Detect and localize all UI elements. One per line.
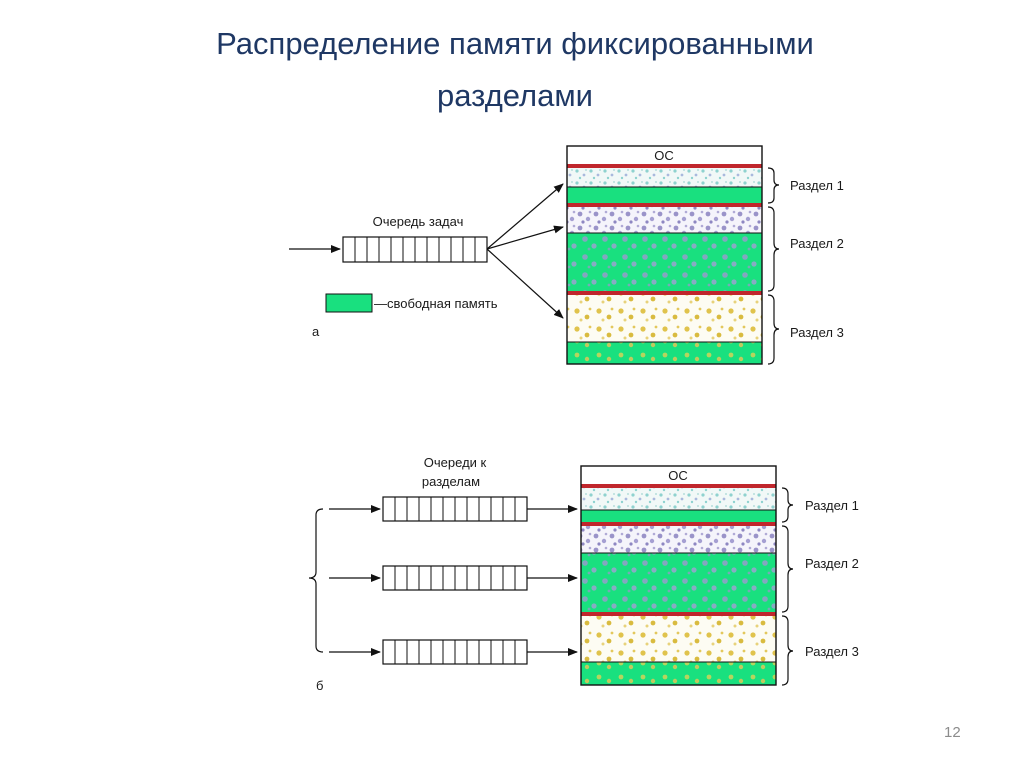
arrow-to-partition-1 [486, 183, 564, 250]
brace-partition-3 [767, 294, 780, 365]
partition-queues-label-line-2: разделам [422, 474, 480, 489]
partition-1-task [567, 168, 762, 187]
partition-2-free-memory [567, 233, 762, 291]
arrow-to-partition-3 [486, 248, 564, 319]
partition-3-free-memory [567, 342, 762, 364]
partition-queues-label-line-1: Очереди к [424, 455, 487, 470]
partition-queue-2 [382, 565, 528, 591]
task-queue [342, 236, 488, 263]
memory-column-b: ОС [580, 465, 777, 686]
partition-border [567, 164, 762, 168]
free-memory-legend-label: —свободная память [374, 296, 498, 311]
partition-border [581, 612, 776, 616]
partition-2-free-memory [581, 553, 776, 612]
diagram-a-label: а [312, 324, 320, 339]
slide-title: Распределение памяти фиксированными разд… [120, 18, 910, 122]
os-region [567, 146, 762, 164]
memory-outline [580, 465, 777, 686]
task-queue-label: Очередь задач [373, 214, 464, 229]
memory-column-a: ОС [566, 145, 763, 365]
partition-1-label: Раздел 1 [805, 498, 859, 513]
diagram-b: Очереди к разделам [308, 455, 859, 693]
os-region [581, 466, 776, 484]
partition-1-task [581, 488, 776, 510]
partition-3-task [581, 616, 776, 662]
partition-queue-3 [382, 639, 528, 665]
brace-partition-3 [781, 615, 794, 686]
partition-border [581, 484, 776, 488]
partition-2-label: Раздел 2 [805, 556, 859, 571]
brace-partition-1 [767, 167, 780, 204]
diagram-b-label: б [316, 678, 323, 693]
partition-2-task [581, 526, 776, 553]
slide-title-line-2: разделами [437, 78, 593, 113]
os-label: ОС [654, 148, 674, 163]
partition-2-label: Раздел 2 [790, 236, 844, 251]
partition-border [567, 203, 762, 207]
partition-1-free-memory [581, 510, 776, 522]
partition-border [581, 522, 776, 526]
partition-3-free-memory [581, 662, 776, 685]
partition-border [567, 291, 762, 295]
partition-3-task [567, 295, 762, 342]
brace-partition-2 [781, 525, 794, 613]
page-number: 12 [944, 724, 961, 741]
slide-title-line-1: Распределение памяти фиксированными [216, 26, 814, 61]
partition-3-label: Раздел 3 [805, 644, 859, 659]
partition-1-label: Раздел 1 [790, 178, 844, 193]
brace-partition-1 [781, 487, 794, 523]
arrow-to-partition-2 [486, 225, 564, 250]
partition-queue-1 [382, 496, 528, 522]
brace-partition-2 [767, 206, 780, 292]
diagram-a: Очередь задач —свободная память а ОС [289, 145, 844, 365]
free-memory-legend-swatch [325, 293, 373, 313]
os-label: ОС [668, 468, 688, 483]
partition-1-free-memory [567, 187, 762, 203]
partition-2-task [567, 207, 762, 233]
memory-outline [566, 145, 763, 365]
partition-3-label: Раздел 3 [790, 325, 844, 340]
incoming-brace [308, 508, 324, 653]
